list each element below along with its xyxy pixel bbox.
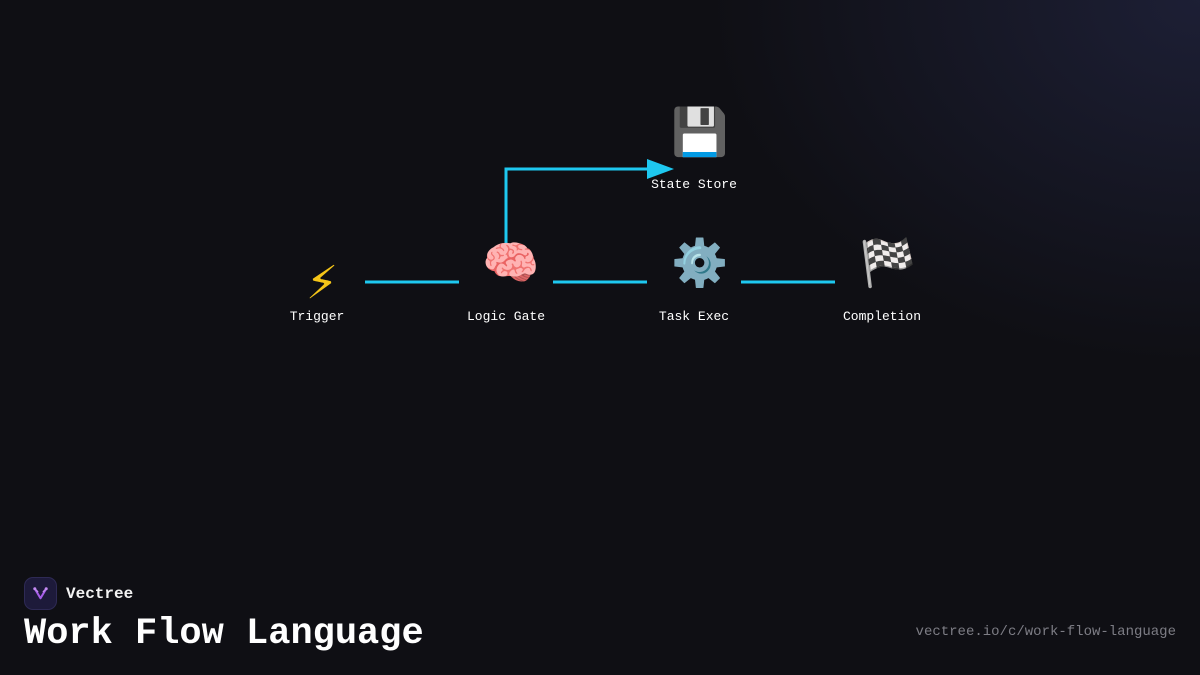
lightning-bolt-icon: ⚡	[306, 256, 338, 310]
brand: Vectree	[24, 577, 133, 610]
node-completion: 🏁 Completion	[843, 236, 921, 325]
node-task-exec: ⚙️ Task Exec	[659, 236, 729, 325]
edges-layer	[365, 159, 835, 284]
gear-icon: ⚙️	[671, 236, 728, 290]
node-label-state-store: State Store	[651, 177, 737, 192]
floppy-disk-icon: 💾	[671, 105, 728, 159]
brand-name: Vectree	[66, 584, 134, 603]
node-label-task-exec: Task Exec	[659, 309, 729, 324]
workflow-diagram: ⚡ Trigger 🧠 Logic Gate ⚙️ Task Exec 🏁 Co…	[290, 105, 921, 325]
edge-logic-gate-to-state-store	[504, 167, 648, 262]
checkered-flag-icon: 🏁	[859, 236, 916, 290]
vectree-logo-icon	[24, 577, 57, 610]
node-label-trigger: Trigger	[290, 309, 345, 324]
page-title: Work Flow Language	[24, 613, 424, 655]
node-trigger: ⚡ Trigger	[290, 256, 345, 325]
node-label-logic-gate: Logic Gate	[467, 309, 545, 324]
node-state-store: 💾 State Store	[651, 105, 737, 193]
arrowhead-state-store	[647, 159, 674, 179]
page-url: vectree.io/c/work-flow-language	[915, 624, 1176, 640]
node-logic-gate: 🧠 Logic Gate	[467, 236, 545, 325]
brain-icon: 🧠	[482, 236, 539, 290]
node-label-completion: Completion	[843, 309, 921, 324]
